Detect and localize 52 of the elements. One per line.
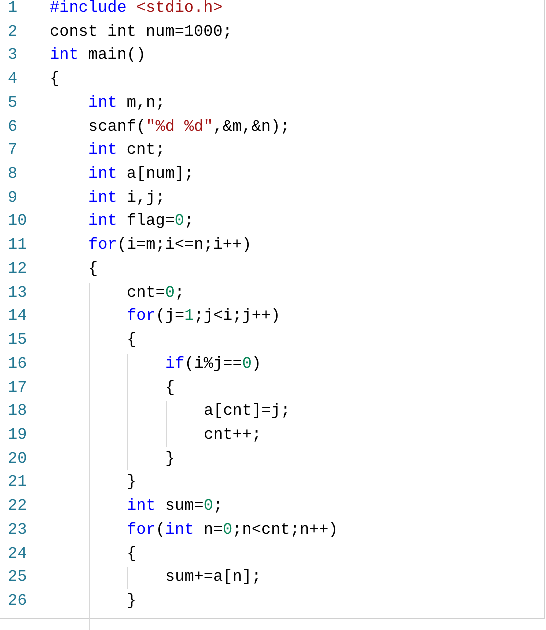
line-number: 9 xyxy=(8,188,18,209)
line-number: 23 xyxy=(8,520,28,541)
line-number: 22 xyxy=(8,496,28,518)
line-number: 5 xyxy=(8,92,18,114)
line-number: 10 xyxy=(8,211,28,232)
line-number: 24 xyxy=(8,544,28,565)
code-line: const int num=1000; xyxy=(50,22,232,43)
line-number: 13 xyxy=(8,282,28,304)
line-number: 26 xyxy=(8,591,28,612)
line-number: 12 xyxy=(8,258,28,280)
code-line: a[cnt]=j; xyxy=(204,401,290,422)
line-number: 2 xyxy=(8,22,18,43)
code-line: scanf("%d %d",&m,&n); xyxy=(88,116,290,138)
code-line: int sum=0; xyxy=(127,496,224,518)
code-line: } xyxy=(166,448,176,470)
line-number: 19 xyxy=(8,424,28,446)
code-line: int i,j; xyxy=(88,188,166,209)
code-line: for(i=m;i<=n;i++) xyxy=(88,235,252,256)
line-number: 4 xyxy=(8,69,18,90)
line-number: 14 xyxy=(8,306,28,328)
line-number: 21 xyxy=(8,472,28,494)
code-line: for(j=1;j<i;j++) xyxy=(127,306,281,328)
line-number: 3 xyxy=(8,45,18,66)
code-line: for(int n=0;n<cnt;n++) xyxy=(127,520,338,541)
code-line: { xyxy=(127,544,137,565)
line-number: 1 xyxy=(8,0,18,19)
code-line: int main() xyxy=(50,45,146,66)
code-line: { xyxy=(127,330,137,352)
code-line: int flag=0; xyxy=(88,211,194,232)
code-line: { xyxy=(50,69,60,90)
code-line: int a[num]; xyxy=(88,164,194,186)
line-number: 11 xyxy=(8,235,28,256)
line-number: 15 xyxy=(8,330,28,352)
line-number: 6 xyxy=(8,116,18,138)
code-line: { xyxy=(88,258,98,280)
code-line: } xyxy=(127,591,137,612)
code-line: sum+=a[n]; xyxy=(166,567,262,588)
code-line: #include <stdio.h> xyxy=(50,0,223,19)
line-number: 8 xyxy=(8,164,18,186)
code-line: int m,n; xyxy=(88,92,166,114)
line-number: 20 xyxy=(8,448,28,470)
code-line: int cnt; xyxy=(88,140,166,162)
code-line: if(i%j==0) xyxy=(166,354,262,375)
code-line: cnt++; xyxy=(204,424,262,446)
line-number: 7 xyxy=(8,140,18,162)
code-line: cnt=0; xyxy=(127,282,185,304)
line-number: 16 xyxy=(8,354,28,375)
line-number: 25 xyxy=(8,567,28,588)
code-line: } xyxy=(127,472,137,494)
line-number: 18 xyxy=(8,401,28,422)
line-number: 17 xyxy=(8,378,28,399)
code-line: { xyxy=(166,378,176,399)
